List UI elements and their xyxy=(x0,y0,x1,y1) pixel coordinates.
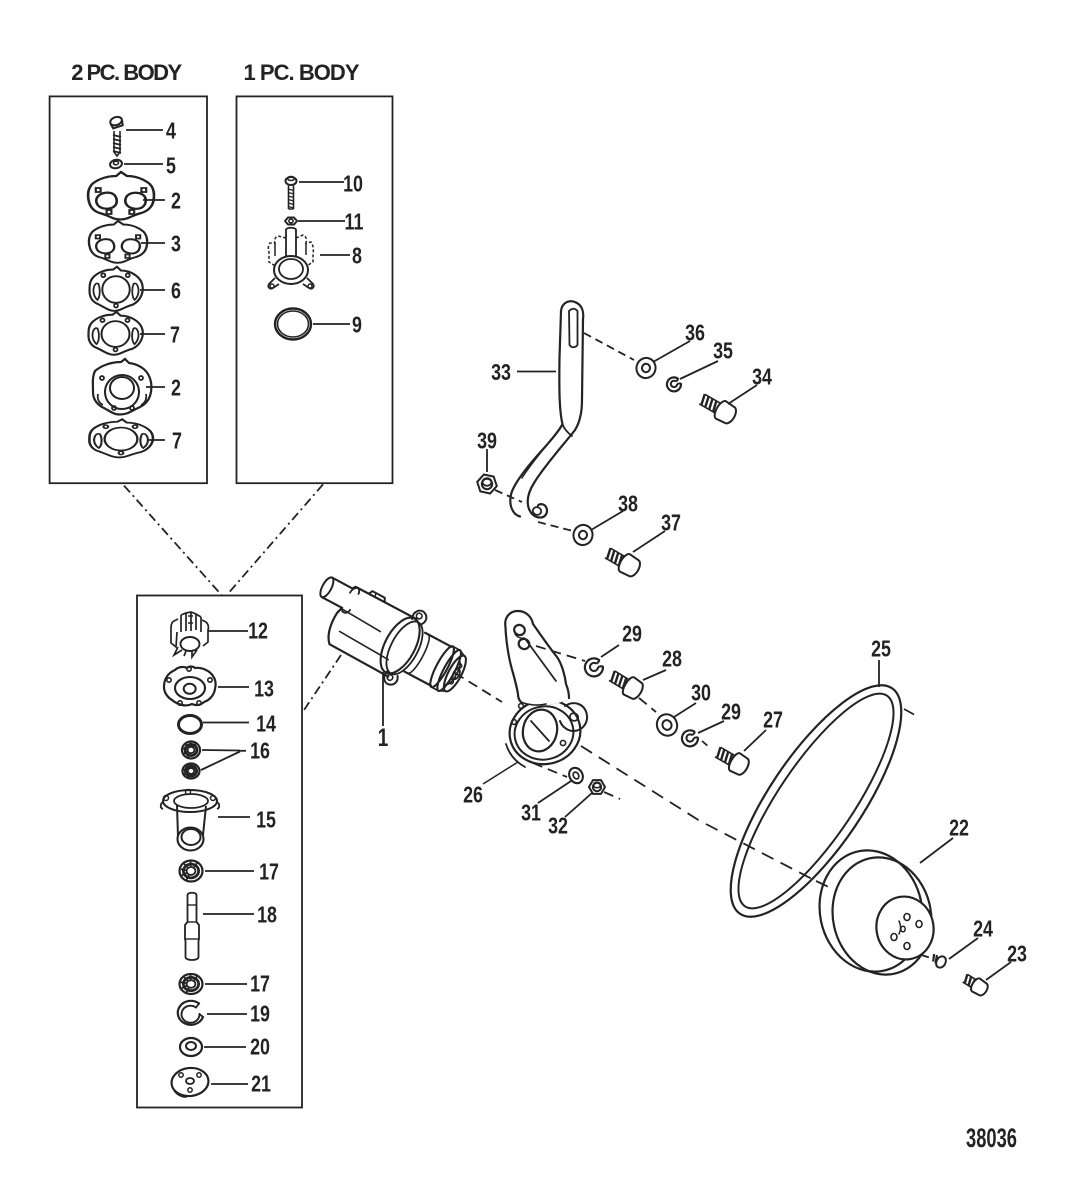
svg-text:16: 16 xyxy=(250,738,270,764)
svg-text:12: 12 xyxy=(248,618,268,644)
svg-text:31: 31 xyxy=(521,800,541,826)
svg-text:25: 25 xyxy=(871,636,891,662)
svg-text:34: 34 xyxy=(752,364,772,390)
svg-text:28: 28 xyxy=(662,646,682,672)
svg-text:19: 19 xyxy=(250,1001,270,1027)
svg-text:7: 7 xyxy=(170,322,180,348)
svg-text:1: 1 xyxy=(378,723,389,751)
svg-text:14: 14 xyxy=(256,711,276,737)
svg-text:18: 18 xyxy=(257,902,277,928)
svg-text:27: 27 xyxy=(763,707,783,733)
svg-text:7: 7 xyxy=(172,428,182,454)
svg-text:26: 26 xyxy=(463,782,483,808)
svg-text:1 PC. BODY: 1 PC. BODY xyxy=(244,60,360,85)
svg-text:3: 3 xyxy=(171,231,181,257)
svg-text:9: 9 xyxy=(352,312,362,338)
svg-text:2 PC. BODY: 2 PC. BODY xyxy=(71,60,182,85)
svg-text:5: 5 xyxy=(166,153,176,179)
svg-text:17: 17 xyxy=(259,859,279,885)
svg-text:39: 39 xyxy=(477,428,497,454)
svg-text:6: 6 xyxy=(171,278,181,304)
svg-text:37: 37 xyxy=(661,510,681,536)
svg-text:38: 38 xyxy=(618,491,638,517)
svg-text:10: 10 xyxy=(343,171,363,197)
svg-text:38036: 38036 xyxy=(966,1123,1017,1153)
svg-text:30: 30 xyxy=(691,680,711,706)
svg-text:24: 24 xyxy=(973,916,993,942)
svg-text:2: 2 xyxy=(171,188,181,214)
svg-text:2: 2 xyxy=(171,375,181,401)
svg-text:29: 29 xyxy=(622,621,642,647)
svg-text:4: 4 xyxy=(166,118,176,144)
svg-text:35: 35 xyxy=(713,338,733,364)
svg-text:21: 21 xyxy=(251,1071,271,1097)
svg-text:8: 8 xyxy=(352,243,362,269)
svg-text:32: 32 xyxy=(548,813,568,839)
svg-text:17: 17 xyxy=(250,971,270,997)
svg-text:29: 29 xyxy=(721,699,741,725)
svg-text:13: 13 xyxy=(254,676,274,702)
svg-text:36: 36 xyxy=(685,320,705,346)
svg-text:11: 11 xyxy=(345,209,364,235)
svg-text:20: 20 xyxy=(250,1034,270,1060)
svg-text:23: 23 xyxy=(1007,941,1027,967)
svg-text:15: 15 xyxy=(256,807,276,833)
svg-text:33: 33 xyxy=(491,360,511,386)
svg-text:22: 22 xyxy=(949,815,969,841)
